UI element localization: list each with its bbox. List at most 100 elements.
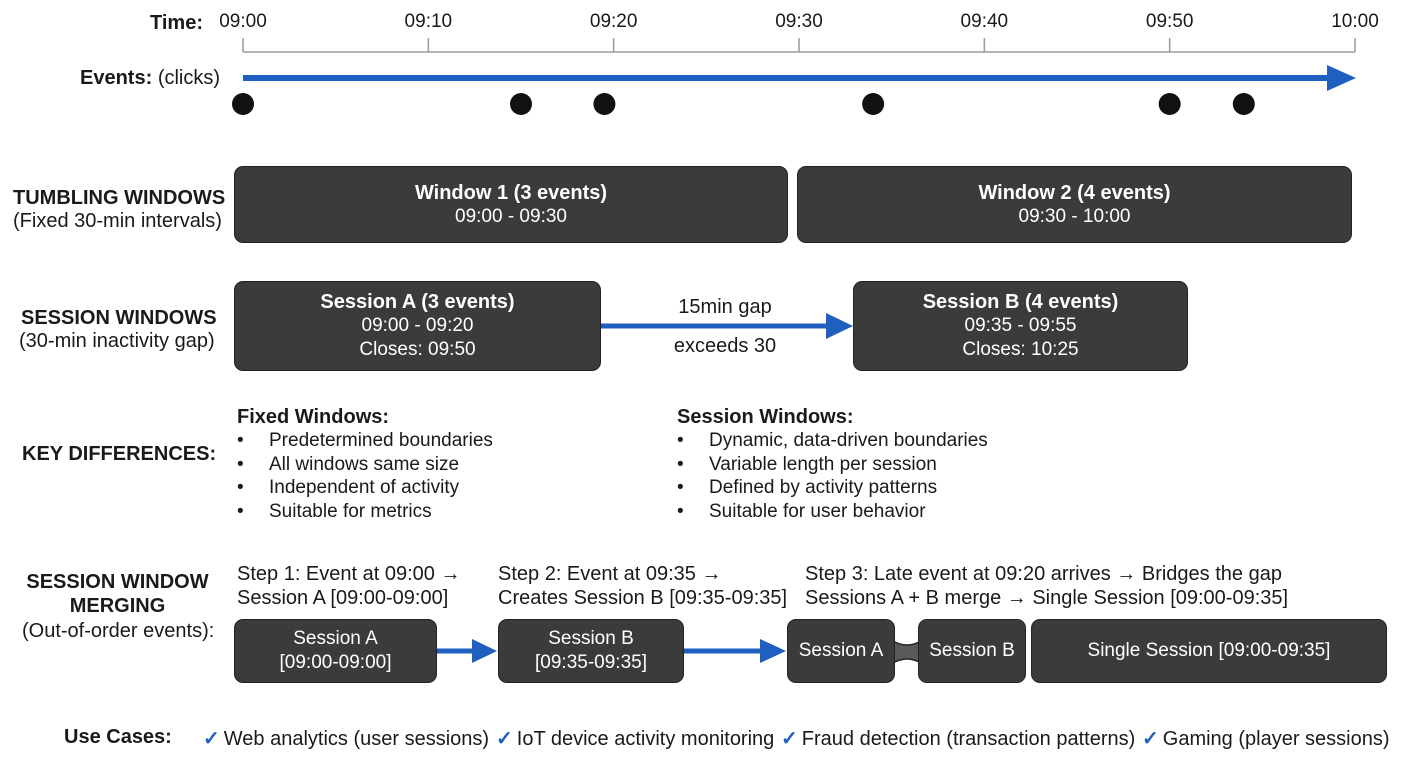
check-icon: ✓ [203, 728, 220, 750]
difference-item-text: Dynamic, data-driven boundaries [709, 430, 988, 451]
merge-session-a-line2: [09:00-09:00] [279, 652, 392, 673]
merging-title-line1: SESSION WINDOW [26, 571, 209, 593]
use-case-3-text: Fraud detection (transaction patterns) [801, 728, 1136, 750]
events-arrow-head [1327, 65, 1356, 91]
event-dot [1158, 93, 1181, 115]
session-list: • Dynamic, data-driven boundaries•Variabl… [677, 429, 988, 523]
use-case-3: ✓Fraud detection (transaction patterns) [781, 726, 1135, 751]
check-icon: ✓ [781, 728, 798, 750]
merge-session-b-line2: [09:35-09:35] [535, 652, 647, 673]
session-a-range: 09:00 - 09:20 [361, 315, 474, 336]
merge-arrow-1-head [472, 639, 497, 663]
difference-item: • All windows same size [237, 453, 493, 477]
merge-session-b-box: Session B [09:35-09:35] [498, 619, 684, 683]
merge-session-b-line1: Session B [548, 628, 634, 649]
merging-title-line2: MERGING [69, 595, 166, 617]
tick-label: 09:50 [1145, 11, 1194, 32]
bullet-icon: • [677, 453, 684, 475]
single-session-box: Single Session [09:00-09:35] [1031, 619, 1387, 683]
use-case-4-text: Gaming (player sessions) [1162, 728, 1390, 750]
bullet-icon: • [237, 500, 244, 522]
session-b-title: Session B (4 events) [922, 291, 1119, 313]
tick-label: 09:00 [219, 11, 267, 32]
session-b-range: 09:35 - 09:55 [964, 315, 1077, 336]
tumbling-title: TUMBLING WINDOWS [13, 187, 226, 209]
tick-label: 09:40 [960, 11, 1009, 32]
tick-label: 10:00 [1331, 11, 1379, 32]
event-dots [232, 93, 1255, 115]
difference-item: • Predetermined boundaries [237, 429, 493, 453]
session-a-closes: Closes: 09:50 [359, 339, 476, 360]
difference-item-text: Independent of activity [269, 477, 460, 498]
event-dot [510, 93, 532, 115]
use-case-2: ✓IoT device activity monitoring [496, 726, 774, 751]
fixed-heading: Fixed Windows: [237, 406, 390, 428]
session-a-box: Session A (3 events) 09:00 - 09:20 Close… [234, 281, 601, 371]
use-case-2-text: IoT device activity monitoring [516, 728, 775, 750]
session-a-title: Session A (3 events) [320, 291, 515, 313]
axis-ticks [242, 38, 1356, 52]
session-b-closes: Closes: 10:25 [962, 339, 1079, 360]
tumbling-window-2: Window 2 (4 events) 09:30 - 10:00 [797, 166, 1352, 243]
difference-item: • Independent of activity [237, 476, 493, 500]
session-title: SESSION WINDOWS [21, 307, 217, 329]
bullet-icon: • [237, 453, 244, 475]
check-icon: ✓ [496, 728, 513, 750]
tick-label: 09:20 [589, 11, 638, 32]
single-session-label: Single Session [09:00-09:35] [1087, 640, 1331, 661]
session-subtitle: (30-min inactivity gap) [19, 330, 215, 352]
window-2-range: 09:30 - 10:00 [1018, 205, 1131, 227]
window-1-range: 09:00 - 09:30 [455, 205, 567, 227]
step-2-line2: Creates Session B [09:35-09:35] [498, 587, 788, 609]
bullet-icon: • [677, 430, 684, 451]
merge-session-a-box: Session A [09:00-09:00] [234, 619, 437, 683]
window-1-title: Window 1 (3 events) [414, 181, 608, 204]
difference-item: • Suitable for metrics [237, 500, 493, 524]
session-gap-arrow-head [826, 313, 853, 339]
merging-subtitle: (Out-of-order events): [22, 620, 215, 642]
event-dot [232, 93, 254, 115]
merged-part-a-label: Session A [798, 640, 884, 661]
event-dot [593, 93, 616, 115]
differences-title: KEY DIFFERENCES: [22, 443, 217, 465]
gap-label-top: 15min gap [678, 296, 772, 318]
merged-part-b-label: Session B [929, 640, 1015, 661]
gap-label-bottom: exceeds 30 [673, 335, 777, 357]
window-2-title: Window 2 (4 events) [978, 181, 1171, 204]
difference-item-text: All windows same size [269, 453, 460, 475]
bullet-icon: • [677, 500, 684, 522]
step-1-line1: Step 1: Event at 09:00 → [237, 563, 461, 585]
difference-item: •Defined by activity patterns [677, 476, 988, 500]
bullet-icon: • [237, 477, 244, 498]
bridge-connector [892, 639, 922, 665]
events-label: Events: (clicks) [80, 67, 220, 90]
check-icon: ✓ [1142, 728, 1159, 750]
use-cases-label: Use Cases: [64, 726, 172, 748]
step-2-line1: Step 2: Event at 09:35 → [498, 563, 722, 585]
tick-label: 09:10 [404, 11, 453, 32]
difference-item: •Variable length per session [677, 453, 988, 477]
event-dot [1232, 93, 1255, 115]
bullet-icon: • [677, 477, 684, 498]
event-dot [862, 93, 885, 115]
step-1-line2: Session A [09:00-09:00] [237, 587, 449, 609]
tick-label: 09:30 [775, 11, 823, 32]
merged-part-b-box: Session B [918, 619, 1026, 683]
difference-item: •Suitable for user behavior [677, 500, 988, 524]
events-label-title: Events: [80, 67, 153, 89]
difference-item-text: Suitable for metrics [269, 500, 432, 522]
use-case-1-text: Web analytics (user sessions) [223, 728, 490, 750]
bullet-icon: • [237, 430, 244, 451]
step-3-line1: Step 3: Late event at 09:20 arrives → Br… [805, 563, 1282, 585]
use-case-1: ✓Web analytics (user sessions) [203, 726, 489, 751]
difference-item-text: Predetermined boundaries [269, 430, 493, 451]
fixed-list: • Predetermined boundaries • All windows sa… [237, 429, 493, 523]
session-b-box: Session B (4 events) 09:35 - 09:55 Close… [853, 281, 1188, 371]
merged-part-a-box: Session A [787, 619, 895, 683]
merge-arrow-2-head [760, 639, 786, 663]
merge-session-a-line1: Session A [293, 628, 378, 649]
difference-item: • Dynamic, data-driven boundaries [677, 429, 988, 453]
step-3-line2: Sessions A + B merge → Single Session [0… [805, 587, 1289, 609]
use-case-4: ✓Gaming (player sessions) [1142, 726, 1390, 751]
